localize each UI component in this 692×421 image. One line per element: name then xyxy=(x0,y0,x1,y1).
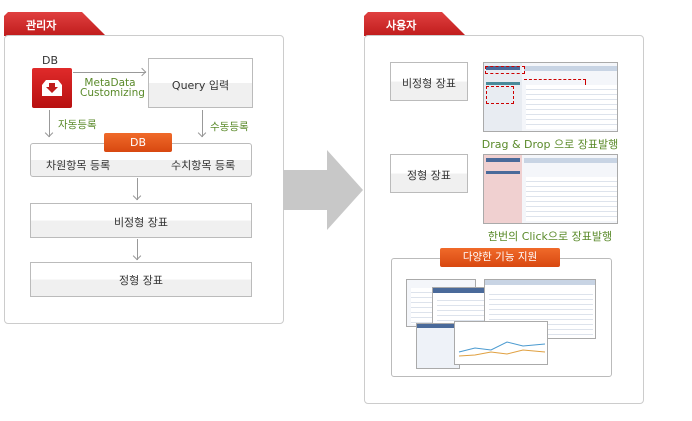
user-fixed-box: 정형 장표 xyxy=(390,154,468,193)
adhoc-screenshot xyxy=(483,62,618,132)
query-box: Query 입력 xyxy=(148,58,253,108)
features-label: 다양한 기능 지원 xyxy=(440,248,560,267)
admin-fixed-box: 정형 장표 xyxy=(30,262,252,297)
features-box xyxy=(391,258,612,377)
fixed-caption: 한번의 Click으로 장표발행 xyxy=(487,230,613,243)
adhoc-caption: Drag & Drop 으로 장표발행 xyxy=(481,138,619,151)
auto-register-text: 자동등록 xyxy=(58,119,97,131)
db-label: DB xyxy=(42,54,59,67)
dimension-register: 차원항목 등록 xyxy=(46,159,111,172)
user-adhoc-box: 비정형 장표 xyxy=(390,62,468,101)
measure-register: 수치항목 등록 xyxy=(171,159,236,172)
user-tab: 사용자 xyxy=(364,12,466,36)
admin-adhoc-box: 비정형 장표 xyxy=(30,203,252,238)
db-button: DB xyxy=(104,133,172,152)
customizing-text: Customizing xyxy=(80,87,145,99)
metadata-text: MetaData xyxy=(84,77,136,89)
manual-register-text: 수동등록 xyxy=(210,121,249,133)
db-icon xyxy=(32,68,72,108)
admin-tab: 관리자 xyxy=(4,12,106,36)
fixed-screenshot xyxy=(483,154,618,224)
big-arrow-icon xyxy=(283,150,363,230)
